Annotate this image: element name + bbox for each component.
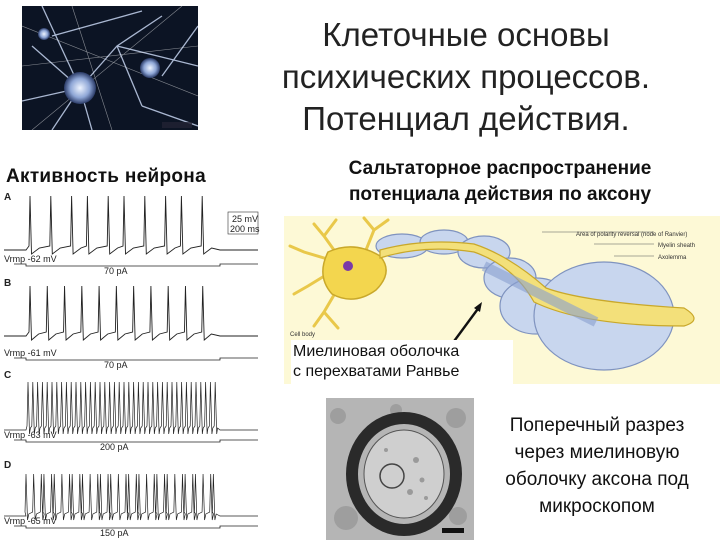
recording-panel-c: C Vrmp -63 mV 200 pA	[4, 370, 258, 452]
saltatory-heading: Сальтаторное распространение потенциала …	[300, 156, 700, 208]
slide-title: Клеточные основы психических процессов. …	[236, 14, 696, 140]
recording-panel-b: B Vrmp -61 mV 70 pA	[4, 278, 258, 370]
title-line-3: Потенциал действия.	[302, 100, 630, 137]
voltage-trace-c	[4, 381, 258, 435]
myelin-ring	[346, 412, 462, 536]
scale-bar: 25 mV 200 ms	[227, 211, 260, 235]
vrmp-label-b: Vrmp -61 mV	[4, 348, 57, 358]
current-label-c: 200 pA	[100, 442, 129, 452]
recording-panel-a: A Vrmp -62 mV 70 pA	[4, 192, 258, 276]
saltatory-conduction-diagram: Area of polarity reversal (node of Ranvi…	[284, 216, 720, 384]
myelin-caption: Миелиновая оболочка с перехватами Ранвье	[291, 340, 513, 384]
voltage-trace-b	[4, 285, 258, 341]
current-step-d	[14, 525, 258, 529]
vrmp-label-c: Vrmp -63 mV	[4, 430, 57, 440]
cross-section-caption: Поперечный разрез через миелиновую оболо…	[474, 412, 720, 520]
current-label-a: 70 pA	[104, 266, 128, 276]
axolemma-label: Axolemma	[658, 255, 687, 261]
action-potential-recordings: 25 mV 200 ms A Vrmp -62 mV 70 pA B Vrmp …	[0, 186, 262, 540]
conduction-arrow	[481, 261, 599, 327]
scale-voltage-label: 25 mV	[232, 214, 258, 224]
panel-letter-b: B	[4, 278, 11, 289]
saltatory-heading-line-2: потенциала действия по аксону	[348, 184, 652, 205]
node-of-ranvier-label: Area of polarity reversal (node of Ranvi…	[576, 232, 687, 238]
current-step-b	[14, 357, 258, 361]
cross-caption-line-2: через миелиновую	[514, 442, 680, 463]
current-label-d: 150 pA	[100, 528, 129, 538]
cross-caption-line-4: микроскопом	[539, 496, 655, 517]
scale-time-label: 200 ms	[230, 224, 260, 234]
myelin-caption-line-1: Миелиновая оболочка	[293, 343, 460, 360]
current-label-b: 70 pA	[104, 360, 128, 370]
electron-micrograph	[326, 398, 474, 540]
current-step-c	[14, 439, 258, 443]
recording-panel-d: D Vrmp -65 mV 150 pA	[4, 460, 258, 538]
panel-letter-c: C	[4, 370, 11, 381]
vrmp-label-a: Vrmp -62 mV	[4, 254, 57, 264]
cell-body	[322, 246, 387, 300]
nucleus	[343, 261, 353, 271]
vrmp-label-d: Vrmp -65 mV	[4, 516, 57, 526]
title-line-2: психических процессов.	[281, 58, 651, 95]
voltage-trace-a	[4, 195, 258, 255]
cell-body-label: Cell body	[290, 332, 315, 338]
panel-letter-a: A	[4, 192, 11, 203]
axon-core	[379, 241, 695, 327]
dendrites	[288, 216, 390, 330]
neuron-activity-heading: Активность нейрона	[6, 166, 206, 187]
voltage-trace-d	[4, 473, 258, 521]
cross-caption-line-3: оболочку аксона под	[505, 469, 689, 490]
panel-letter-d: D	[4, 460, 11, 471]
pointer-arrow	[451, 305, 481, 345]
cross-caption-line-1: Поперечный разрез	[509, 415, 685, 436]
myelin-caption-line-2: с перехватами Ранвье	[293, 363, 460, 380]
myelin-sheath-label: Myelin sheath	[658, 243, 695, 249]
saltatory-heading-line-1: Сальтаторное распространение	[348, 158, 652, 179]
neuron-micrograph	[22, 6, 198, 130]
title-line-1: Клеточные основы	[322, 16, 610, 53]
pointer-arrowhead	[474, 302, 482, 312]
current-step-a	[14, 263, 258, 267]
